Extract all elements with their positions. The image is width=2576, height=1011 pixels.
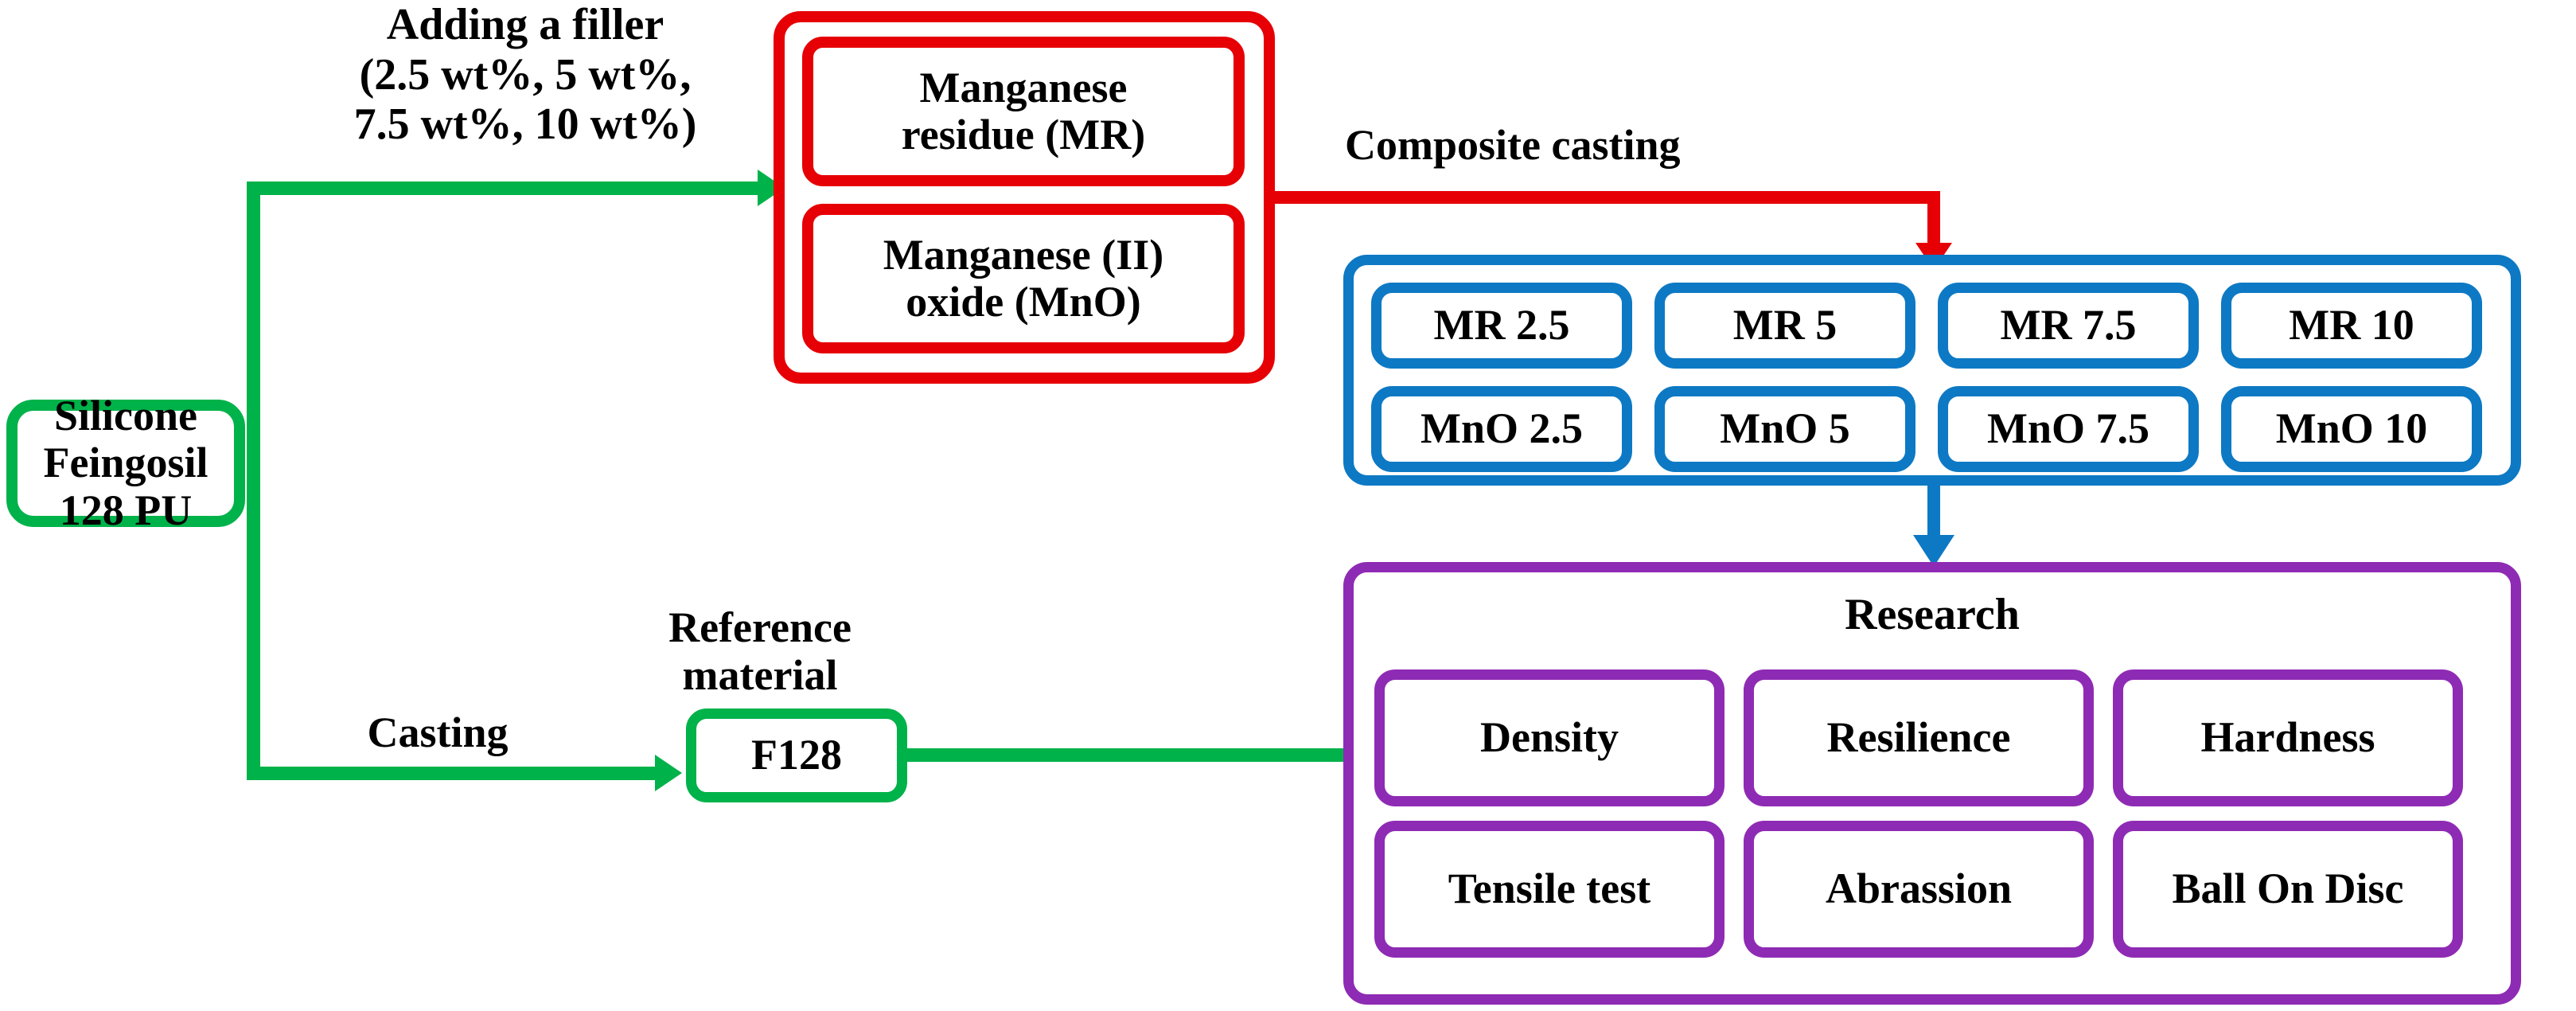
blue-arrowhead-research xyxy=(1913,535,1954,567)
chip-ball-on-disc[interactable]: Ball On Disc xyxy=(2113,821,2463,958)
chip-resilience[interactable]: Resilience xyxy=(1744,669,2094,806)
edge-label-casting: Casting xyxy=(367,708,509,756)
chip-mr-10[interactable]: MR 10 xyxy=(2221,283,2482,369)
chip-tensile-test[interactable]: Tensile test xyxy=(1374,821,1724,958)
chip-mr-5[interactable]: MR 5 xyxy=(1654,283,1915,369)
green-branch-to-fillers xyxy=(247,182,764,195)
edge-label-adding-filler: Adding a filler (2.5 wt%, 5 wt%, 7.5 wt%… xyxy=(353,0,697,150)
chip-abrassion[interactable]: Abrassion xyxy=(1744,821,2094,958)
group-fillers: Manganese residue (MR) Manganese (II) ox… xyxy=(774,11,1275,384)
edge-label-reference-material: Reference material xyxy=(668,603,852,700)
node-silicone[interactable]: Silicone Feingosil 128 PU xyxy=(6,392,245,533)
group-composites: MR 2.5 MR 5 MR 7.5 MR 10 MnO 2.5 MnO 5 M… xyxy=(1343,255,2521,486)
chip-mno-10[interactable]: MnO 10 xyxy=(2221,386,2482,472)
chip-mno-7-5[interactable]: MnO 7.5 xyxy=(1938,386,2199,472)
edge-label-composite-casting: Composite casting xyxy=(1345,121,1681,169)
green-trunk-vertical xyxy=(247,182,260,780)
chip-mr-2-5[interactable]: MR 2.5 xyxy=(1371,283,1632,369)
chip-mr-7-5[interactable]: MR 7.5 xyxy=(1938,283,2199,369)
chip-hardness[interactable]: Hardness xyxy=(2113,669,2463,806)
group-research: Research Density Resilience Hardness Ten… xyxy=(1343,562,2521,1005)
research-title: Research xyxy=(1845,590,2020,639)
green-arrowhead-reference xyxy=(655,755,682,791)
green-reference-to-research xyxy=(907,748,1393,762)
chip-mno-2-5[interactable]: MnO 2.5 xyxy=(1371,386,1632,472)
red-composite-casting-drop xyxy=(1927,191,1940,247)
node-manganese-oxide[interactable]: Manganese (II) oxide (MnO) xyxy=(802,204,1245,353)
node-reference-f128[interactable]: F128 xyxy=(686,708,907,802)
node-manganese-residue[interactable]: Manganese residue (MR) xyxy=(802,37,1245,186)
chip-mno-5[interactable]: MnO 5 xyxy=(1654,386,1915,472)
chip-density[interactable]: Density xyxy=(1374,669,1724,806)
green-branch-to-reference xyxy=(247,767,661,780)
red-composite-casting-line xyxy=(1273,191,1940,204)
